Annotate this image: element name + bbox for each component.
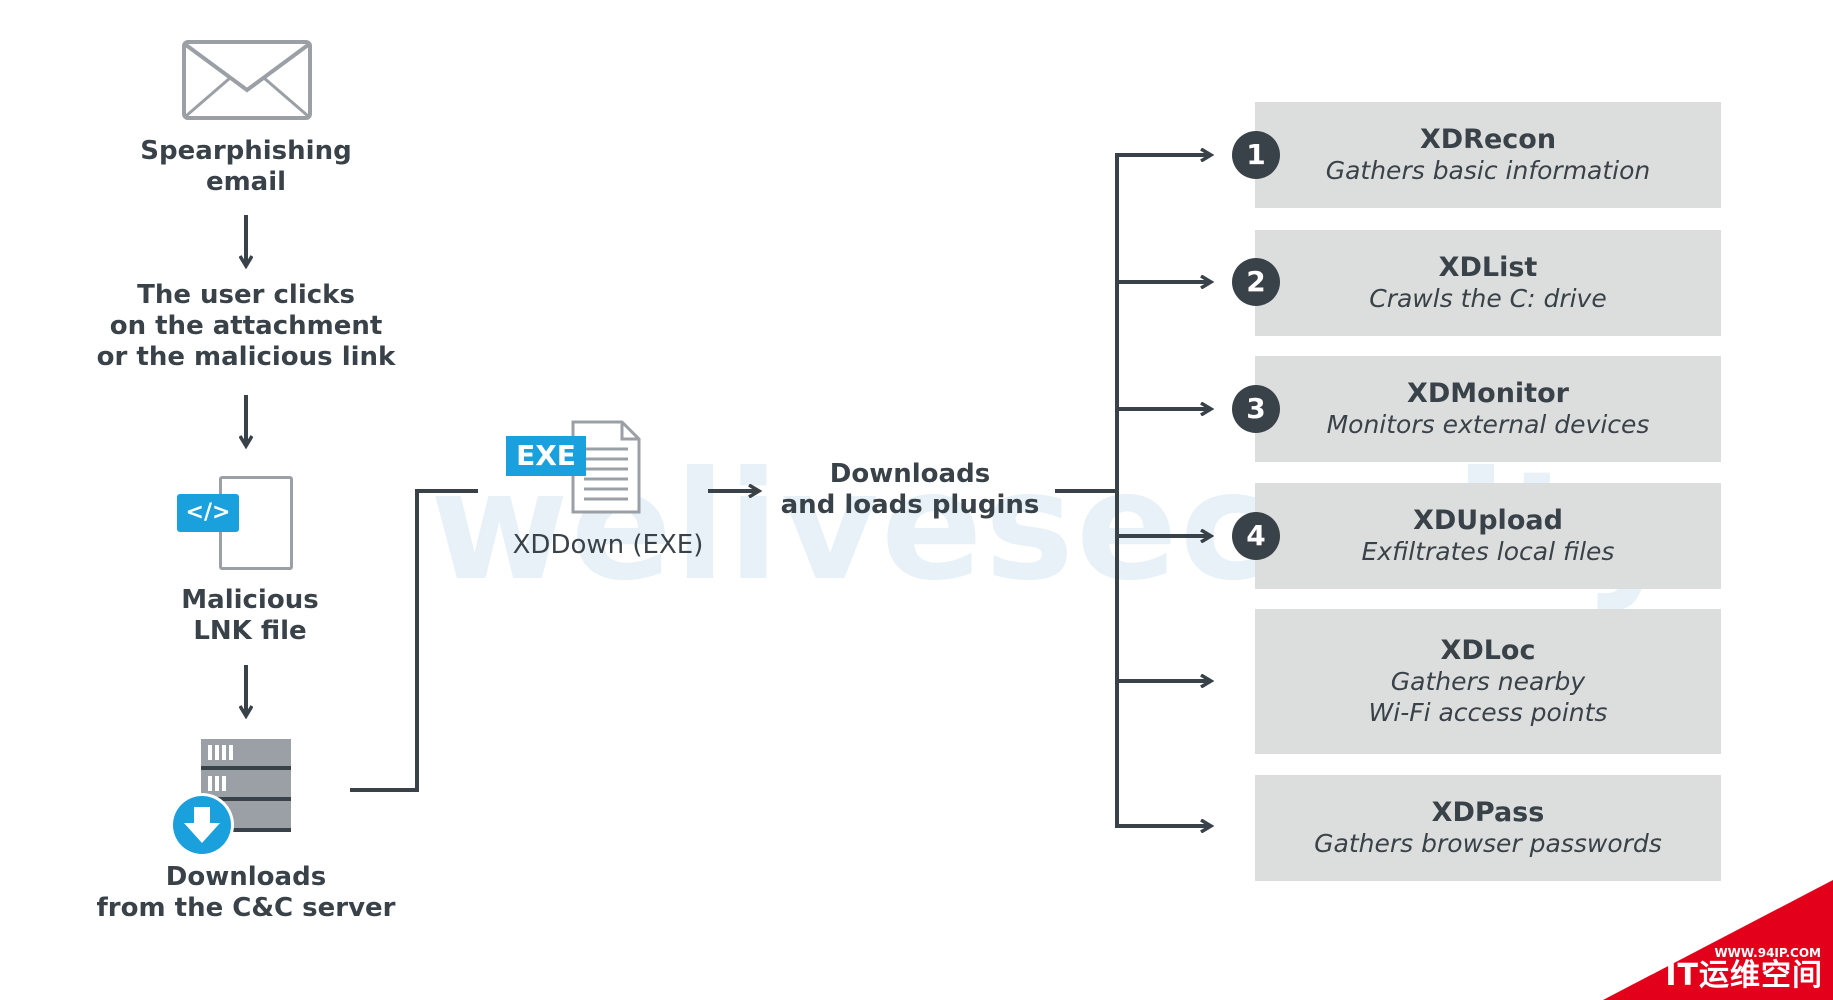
downloads-loads-plugins: Downloads and loads plugins (780, 459, 1040, 520)
step-user-clicks: The user clicks on the attachment or the… (96, 280, 396, 372)
corner-brand: IT运维空间 (1665, 958, 1823, 993)
plugin-name: XDList (1438, 252, 1538, 283)
server-icon (170, 739, 291, 857)
plugin-desc: Gathers nearby (1390, 667, 1586, 696)
number-badge-4: 4 (1232, 512, 1280, 560)
step-spearphishing-email: Spearphishing email (140, 136, 352, 197)
exe-badge: EXE (506, 436, 586, 476)
step-downloads-cc: Downloads from the C&C server (96, 862, 396, 923)
plugin-box-xdpass: XDPass Gathers browser passwords (1255, 775, 1721, 881)
lnk-file-icon: </> (177, 474, 297, 570)
step-malicious-lnk: Malicious LNK file (181, 585, 319, 646)
plugin-desc: Monitors external devices (1326, 410, 1650, 439)
envelope-icon (182, 40, 312, 120)
plugin-desc: Crawls the C: drive (1369, 284, 1607, 313)
plugin-name: XDLoc (1440, 635, 1536, 666)
number-badge-2: 2 (1232, 258, 1280, 306)
code-badge: </> (177, 494, 239, 532)
plugin-desc: Gathers basic information (1325, 156, 1651, 185)
exe-file-icon: EXE (506, 419, 646, 515)
number-badge-3: 3 (1232, 385, 1280, 433)
corner-url: WWW.94IP.COM (1714, 946, 1821, 960)
plugin-box-xdlist: XDList Crawls the C: drive (1255, 230, 1721, 336)
plugin-box-xdmonitor: XDMonitor Monitors external devices (1255, 356, 1721, 462)
plugin-name: XDUpload (1413, 505, 1563, 536)
plugin-desc: Wi-Fi access points (1368, 698, 1608, 727)
plugin-desc: Exfiltrates local files (1361, 537, 1615, 566)
plugin-box-xdupload: XDUpload Exfiltrates local files (1255, 483, 1721, 589)
xddown-label: XDDown (EXE) (512, 530, 704, 560)
plugin-name: XDMonitor (1407, 378, 1569, 409)
plugin-name: XDRecon (1419, 124, 1557, 155)
plugin-desc: Gathers browser passwords (1314, 829, 1662, 858)
plugin-box-xdloc: XDLoc Gathers nearby Wi-Fi access points (1255, 609, 1721, 754)
line-server-to-exe (350, 489, 478, 792)
plugin-box-xdrecon: XDRecon Gathers basic information (1255, 102, 1721, 208)
corner-triangle (1603, 880, 1833, 1000)
plugin-name: XDPass (1431, 797, 1545, 828)
number-badge-1: 1 (1232, 131, 1280, 179)
